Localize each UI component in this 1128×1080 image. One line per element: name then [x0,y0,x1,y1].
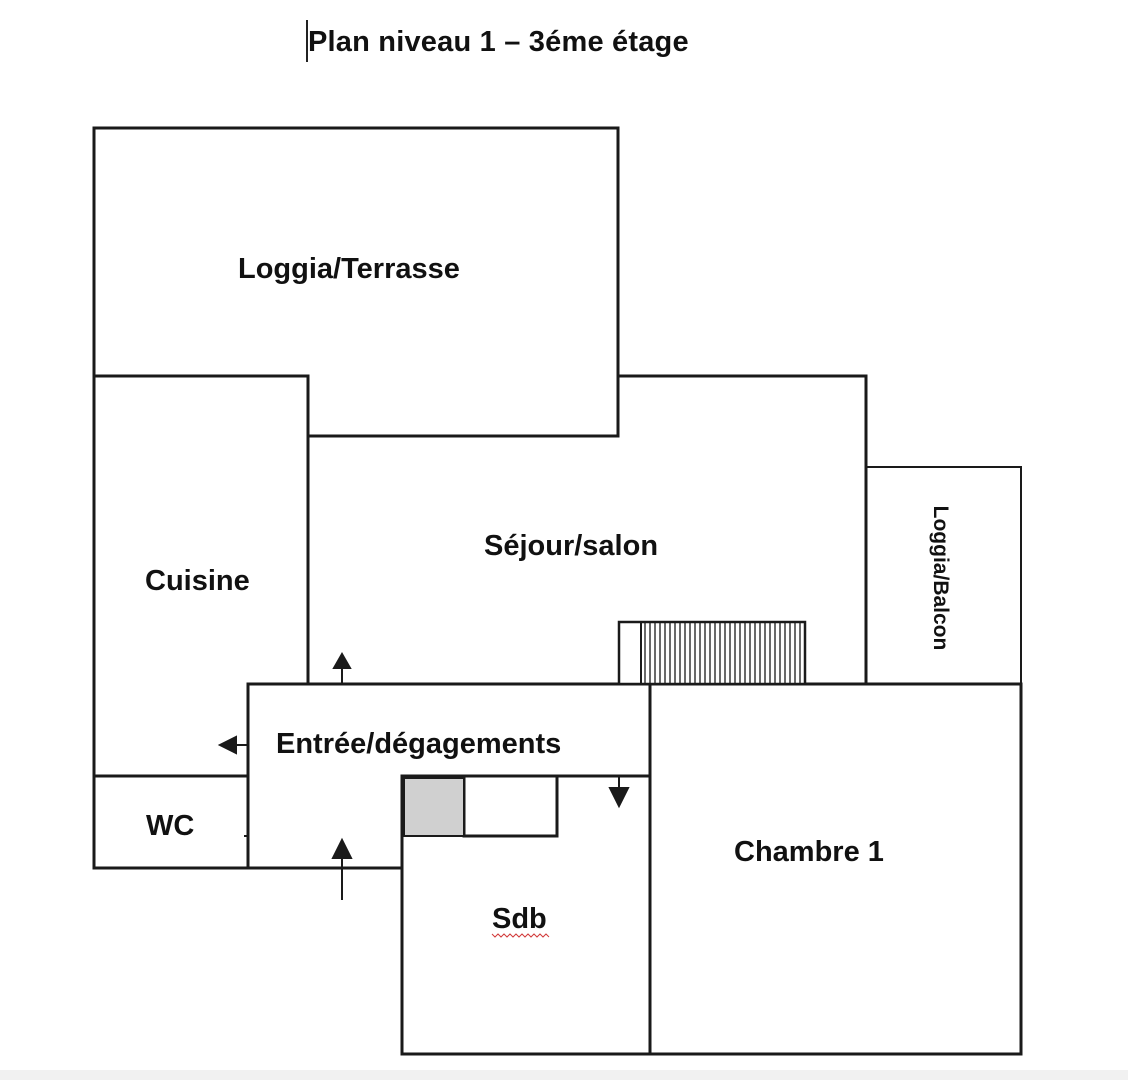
spellcheck-squiggle [491,933,550,938]
staircase [617,620,807,686]
room-label-chambre-1: Chambre 1 [734,836,884,868]
bottom-bar [0,1070,1128,1080]
arrows [217,651,630,900]
arrow-up-icon [331,837,353,859]
room-label-sejour-salon: Séjour/salon [484,530,659,562]
text-cursor [306,20,308,62]
wall-sdb-cabinet [462,774,559,838]
placard-grey [403,777,465,837]
arrow-down-icon [608,787,630,809]
wall-loggia-balcon [865,466,1022,685]
room-label-entree-degagements: Entrée/dégagements [276,728,562,760]
plan-title: Plan niveau 1 – 3éme étage [308,26,689,58]
wall-loggia-terrasse [92,126,620,438]
arrow-up-icon [332,651,352,669]
room-label-sdb: Sdb [492,903,547,935]
wall-sejour-right [616,374,868,686]
room-label-loggia-terrasse: Loggia/Terrasse [238,253,460,285]
room-label-loggia-balcon: Loggia/Balcon [929,505,952,651]
room-label-wc: WC [146,810,195,842]
room-label-cuisine: Cuisine [145,565,250,597]
arrow-left-icon [217,735,237,755]
